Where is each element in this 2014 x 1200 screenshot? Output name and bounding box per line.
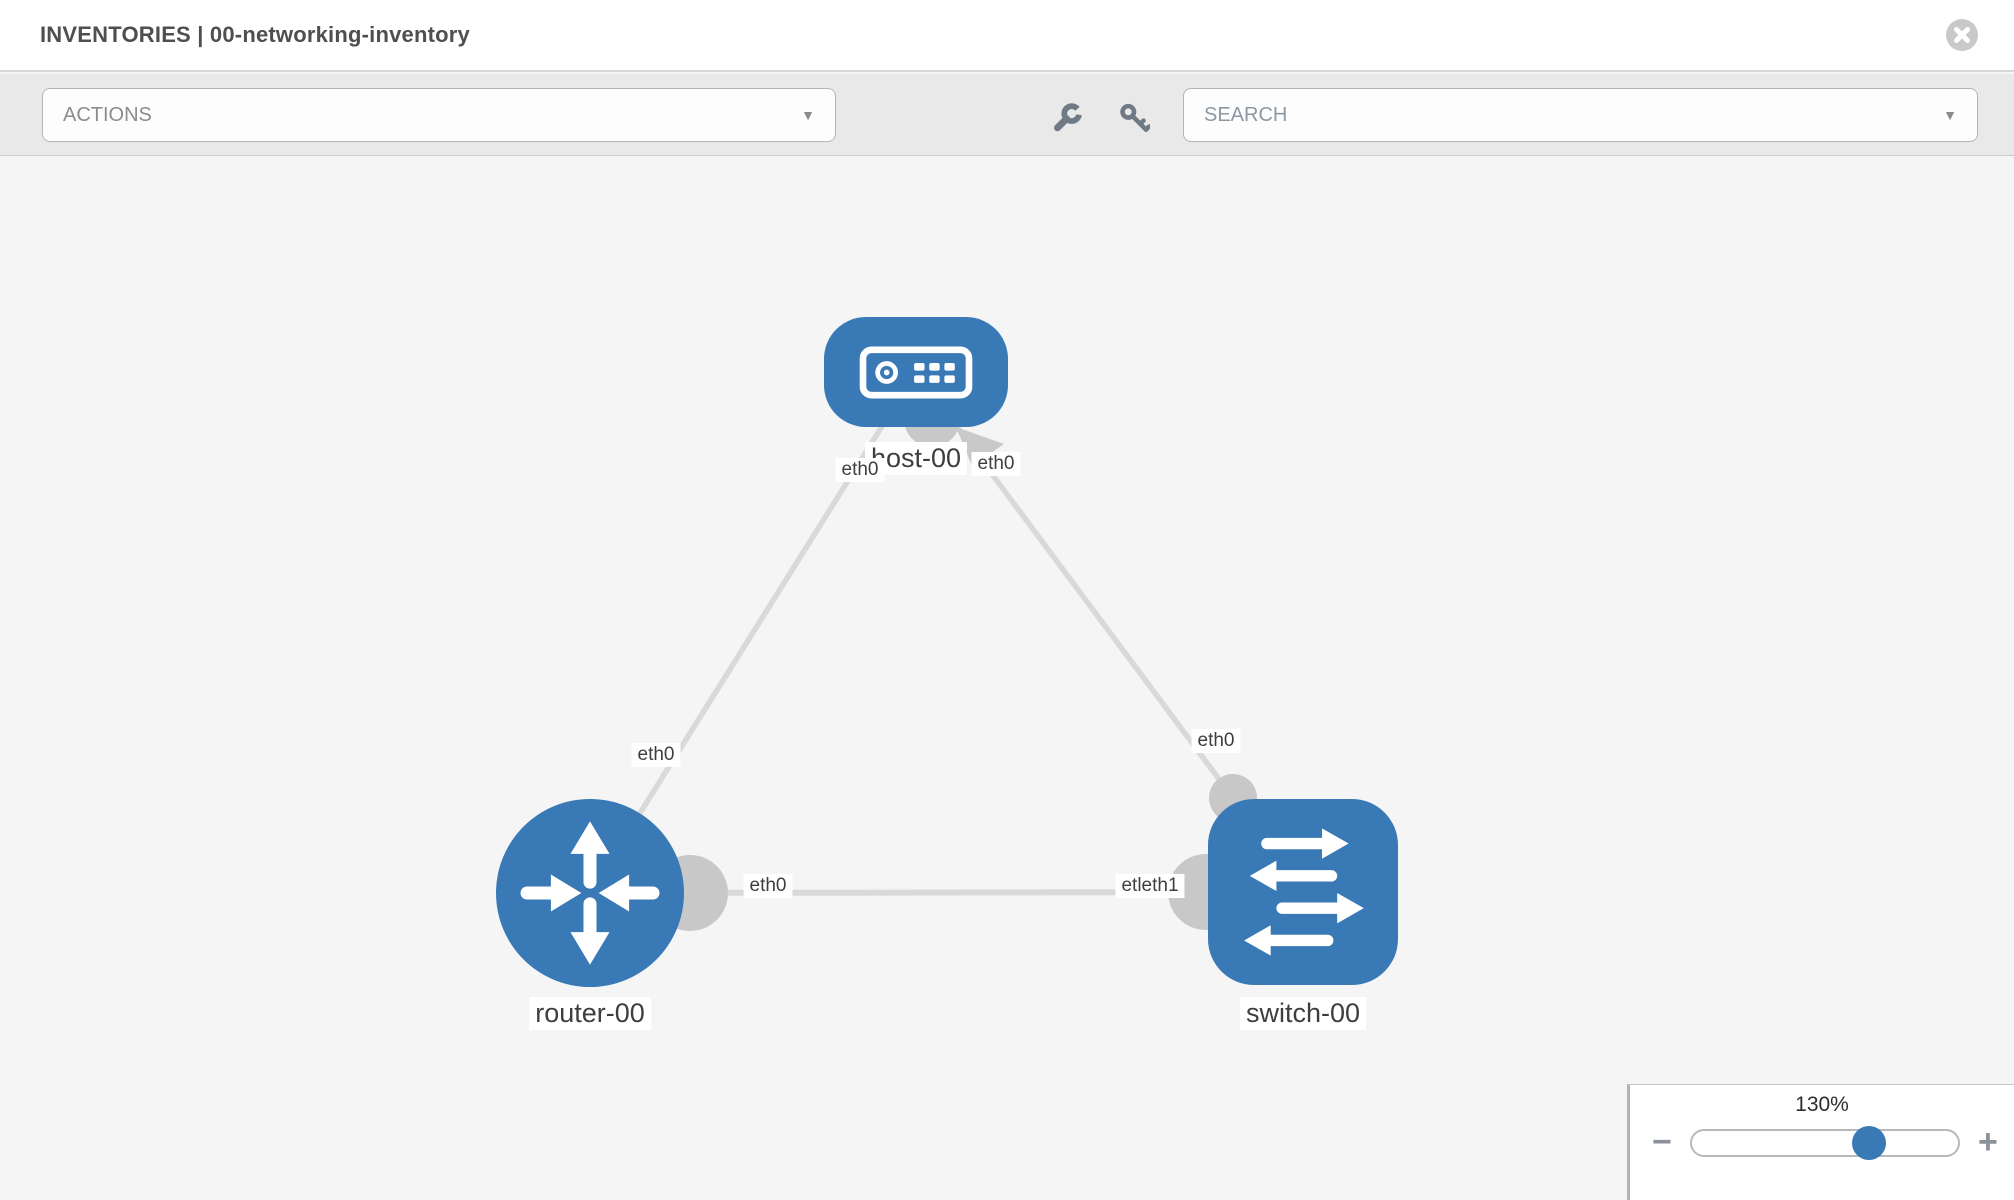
interface-label-switch-eth1-mid: etleth1: [1115, 874, 1185, 898]
host-icon: [859, 345, 973, 399]
search-placeholder: SEARCH: [1204, 103, 1288, 126]
key-button[interactable]: [1118, 101, 1152, 133]
chevron-down-icon: ▼: [1943, 107, 1957, 123]
zoom-out-button[interactable]: −: [1652, 1123, 1672, 1161]
close-button[interactable]: [1946, 19, 1978, 51]
key-icon: [1120, 103, 1152, 132]
interface-label-switch-eth0-top: eth0: [1191, 729, 1241, 753]
node-router-00[interactable]: [496, 799, 684, 987]
chevron-down-icon: ▼: [801, 107, 815, 123]
wrench-icon: [1054, 103, 1082, 132]
zoom-panel: 130% − +: [1627, 1084, 2014, 1200]
node-label-router-00: router-00: [529, 997, 651, 1030]
interface-label-router-eth0-top: eth0: [631, 743, 681, 767]
page-title: INVENTORIES | 00-networking-inventory: [40, 22, 470, 47]
router-icon: [520, 821, 660, 965]
zoom-level: 130%: [1795, 1093, 1849, 1116]
zoom-slider-thumb[interactable]: [1852, 1126, 1886, 1160]
close-icon: [1946, 19, 1978, 51]
switch-icon: [1244, 828, 1364, 956]
zoom-slider-track[interactable]: [1690, 1129, 1960, 1157]
node-switch-00[interactable]: [1208, 799, 1398, 985]
interface-label-router-eth0-mid: eth0: [743, 874, 793, 898]
interface-label-host-eth0-left: eth0: [835, 458, 885, 482]
search-dropdown[interactable]: SEARCH ▼: [1183, 88, 1978, 142]
link-direction-arrow: [956, 427, 1004, 466]
node-label-switch-00: switch-00: [1239, 997, 1367, 1030]
topology-links-layer: [587, 370, 1306, 931]
page-header: INVENTORIES | 00-networking-inventory: [0, 0, 2014, 72]
interface-label-host-eth0-right: eth0: [971, 452, 1021, 476]
node-host-00[interactable]: [824, 317, 1008, 427]
toolbar: ACTIONS ▼ SEARCH ▼: [0, 74, 2014, 156]
configure-tools-button[interactable]: [1050, 101, 1082, 133]
actions-dropdown-label: ACTIONS: [63, 103, 152, 126]
zoom-in-button[interactable]: +: [1978, 1123, 1998, 1161]
topology-canvas[interactable]: host-00 router-00 switch-00 eth0 eth0 et…: [0, 157, 2014, 1200]
actions-dropdown[interactable]: ACTIONS ▼: [42, 88, 836, 142]
